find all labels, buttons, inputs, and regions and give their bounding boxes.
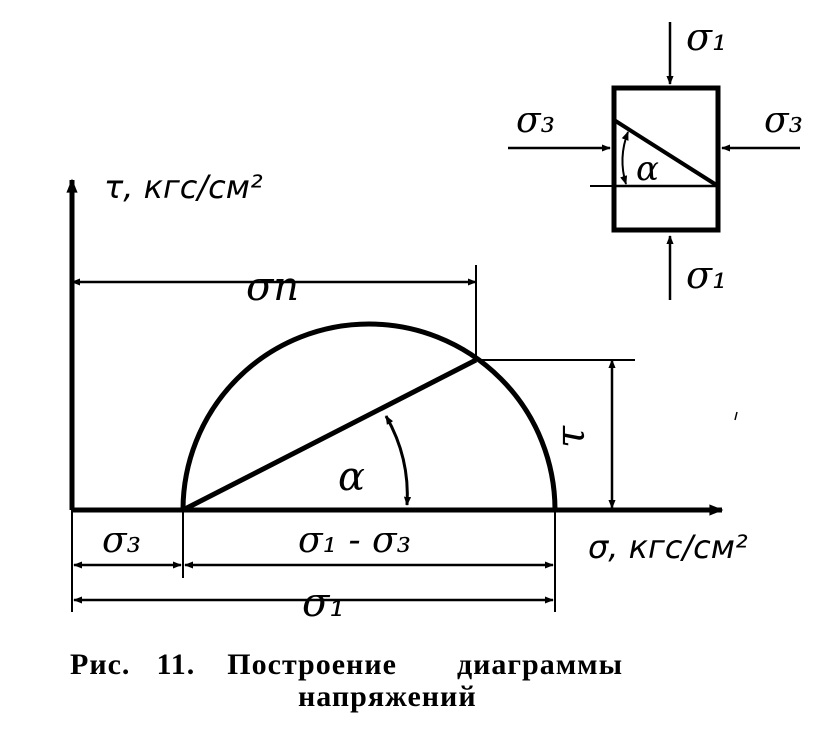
- element-alpha-label: α: [636, 149, 659, 189]
- caption-number: 11.: [156, 648, 196, 681]
- sigma3-label: σ₃: [102, 520, 141, 561]
- caption-line-2: напряжений: [298, 680, 477, 713]
- element-left-label: σ₃: [516, 100, 555, 141]
- caption-line-1: Рис. 11. Построение диаграммы: [70, 648, 623, 682]
- stray-mark: [734, 411, 738, 421]
- stress-element: [611, 85, 721, 233]
- element-right-label: σ₃: [764, 100, 803, 141]
- tau-label: τ: [548, 425, 594, 448]
- element-bottom-label: σ₁: [686, 253, 727, 297]
- caption-fig: Рис.: [70, 648, 131, 681]
- sigma1-label: σ₁: [302, 580, 345, 626]
- radius-line: [181, 357, 478, 513]
- element-alpha-arc: [620, 131, 629, 185]
- sigma1-minus-sigma3-label: σ₁ - σ₃: [298, 520, 411, 561]
- element-plane: [612, 118, 720, 188]
- caption-word2: диаграммы: [456, 648, 623, 681]
- tau-axis-label: τ, кгс/см²: [104, 168, 263, 206]
- alpha-label: α: [338, 454, 365, 500]
- sigma-n-label: σп: [246, 264, 299, 310]
- alpha-arc: [384, 415, 412, 506]
- sigma-axis-label: σ, кгс/см²: [588, 528, 748, 566]
- mohr-semicircle: [180, 321, 558, 511]
- element-top-label: σ₁: [686, 15, 727, 59]
- caption-word1: Построение: [227, 648, 397, 681]
